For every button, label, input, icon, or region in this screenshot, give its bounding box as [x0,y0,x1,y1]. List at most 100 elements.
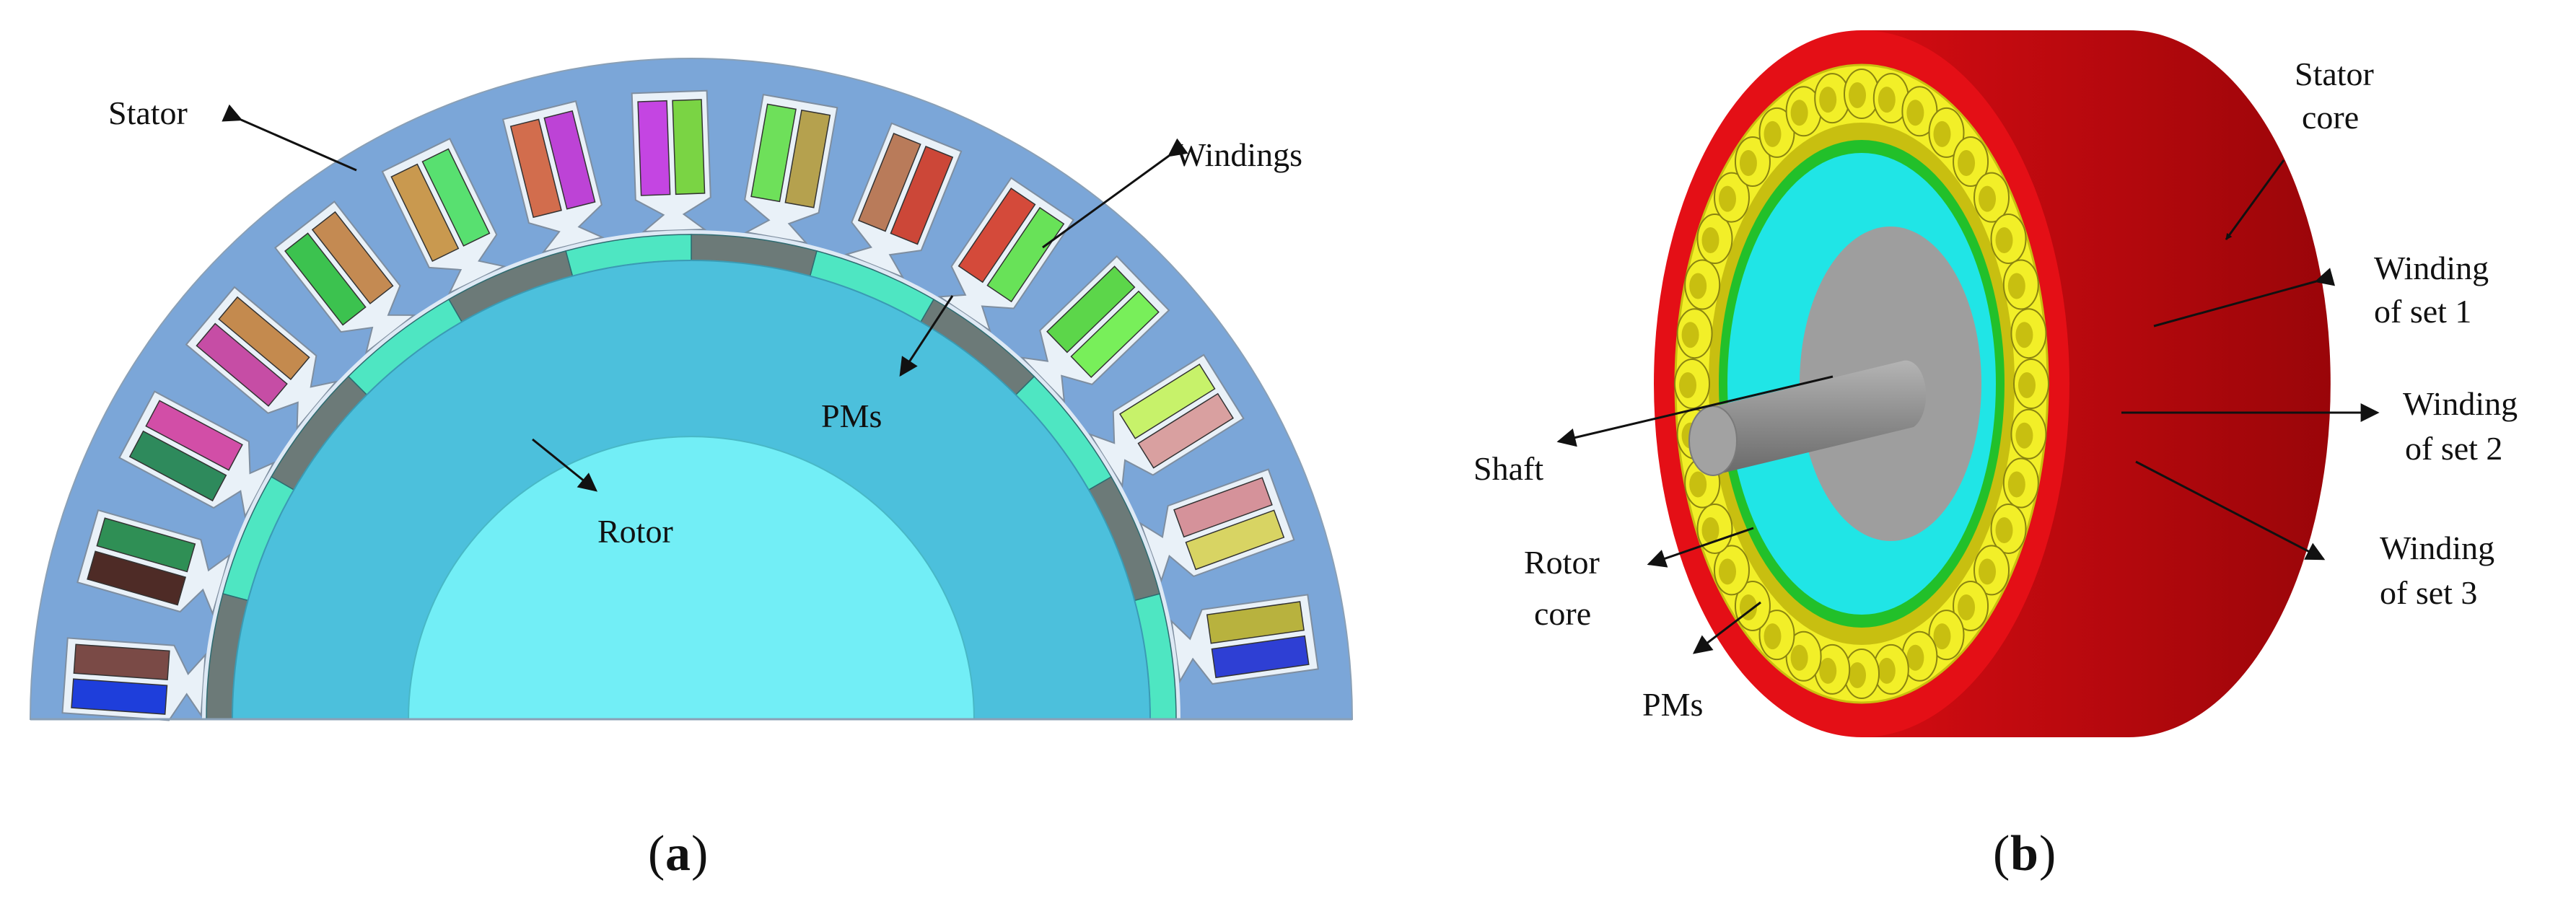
pms-b-label: PMs [1642,686,1703,723]
winding-tooth-shade [1906,100,1924,126]
rotor-core-arrow [1647,527,1754,568]
winding-slot [118,390,276,519]
winding-slot [76,509,231,616]
winding-1-label-2: of set 1 [2374,293,2471,330]
slot-opening [1020,255,1170,404]
winding-coil [890,145,954,245]
caption-a: ( a ) [648,826,708,882]
winding-tooth-shade [1906,644,1924,671]
stator-arrow [222,104,357,172]
winding-tooth-shade [1718,558,1736,585]
winding-slot [1088,353,1245,488]
winding-slot [61,637,206,721]
pms-b-arrow [1692,601,1761,654]
winding-coil [637,100,671,196]
winding-coil [1185,509,1285,571]
winding-tooth-shade [1979,185,1997,212]
winding-tooth-shade [1819,87,1837,113]
winding-coil [128,430,227,502]
winding-slot [744,94,838,245]
caption-a-close: ) [691,826,708,882]
winding-1-label-1: Winding [2374,250,2489,286]
caption-a-open: ( [648,826,665,882]
windings-label: Windings [1175,136,1302,173]
winding-tooth-shade [1701,227,1719,253]
winding-tooth-shade [2015,422,2033,449]
winding-coil [958,188,1036,284]
winding-tooth-shade [1958,594,1976,620]
winding-tooth-shade [1739,150,1757,177]
winding-tooth-shade [1701,517,1719,543]
winding-tooth-shade [2007,273,2025,299]
winding-2-label-2: of set 2 [2405,430,2502,467]
winding-tooth-shade [2015,322,2033,348]
stator-core-label-1: Stator [2295,56,2374,92]
rotor-inner [407,436,976,720]
winding-3-label-2: of set 3 [2380,574,2477,611]
winding-tooth-shade [1764,120,1782,147]
winding-tooth-shade [1849,82,1866,108]
winding-coil [1119,363,1216,439]
winding-tooth-shade [1958,150,1976,177]
3d-motor-diagram: Stator core Winding of set 1 Winding of … [1473,30,2518,737]
caption-b: ( b ) [1993,826,2056,882]
winding-slot [844,122,963,279]
winding-slot [185,286,338,431]
winding-coil [1211,635,1310,679]
pm-ring [206,234,1177,720]
winding-tooth-shade [1995,227,2013,253]
rotor-core-label-2: core [1534,595,1591,632]
winding-coil [390,163,460,262]
rotor-label: Rotor [597,513,673,550]
winding-coil [543,110,596,210]
winding-slot [1020,255,1170,404]
winding-coil [857,133,921,232]
winding-coil [196,322,288,407]
winding-coil [421,148,491,247]
winding-coil [509,118,562,219]
caption-b-letter: b [2010,826,2038,882]
winding-tooth-shade [1849,662,1866,688]
winding-coil [1137,392,1234,469]
winding-coil [1070,290,1160,379]
shaft-end [1688,405,1738,476]
winding-2-label-1: Winding [2403,385,2518,422]
winding-coil [672,99,706,195]
stator-core-label-2: core [2302,99,2359,136]
caption-b-close: ) [2039,826,2056,882]
winding-coil [145,400,243,471]
winding-coil [284,232,367,326]
winding-coil [1046,265,1136,353]
winding-3-arrow [2135,460,2326,561]
winding-coil [218,296,310,381]
winding-tooth-shade [1933,623,1951,650]
caption-b-open: ( [1993,826,2010,882]
shaft-arrow [1556,375,1834,447]
stator-slots [61,89,1319,721]
stator-core-arrow [2225,159,2285,240]
shaft-label: Shaft [1473,450,1543,487]
winding-tooth-shade [1878,87,1896,113]
winding-coil [1173,477,1273,538]
winding-tooth-shade [1679,372,1696,398]
stator-label: Stator [108,95,188,131]
winding-slot [937,177,1074,333]
winding-coil [784,109,831,208]
winding-coil [87,550,187,606]
winding-coil [96,517,196,573]
winding-coil [71,678,168,715]
winding-3-label-1: Winding [2380,529,2494,566]
windings-arrow [1042,138,1188,249]
winding-tooth-shade [1689,273,1707,299]
winding-coil [986,206,1065,303]
winding-tooth-shade [1681,322,1699,348]
winding-coil [750,103,797,203]
winding-tooth-shade [1979,558,1997,585]
winding-slot [631,89,711,232]
cross-section-diagram: Stator Windings PMs Rotor [29,58,1354,721]
winding-coil [1206,601,1305,644]
winding-tooth-shade [1689,471,1707,498]
winding-tooth-shade [1995,517,2013,543]
winding-tooth-shade [1718,185,1736,212]
